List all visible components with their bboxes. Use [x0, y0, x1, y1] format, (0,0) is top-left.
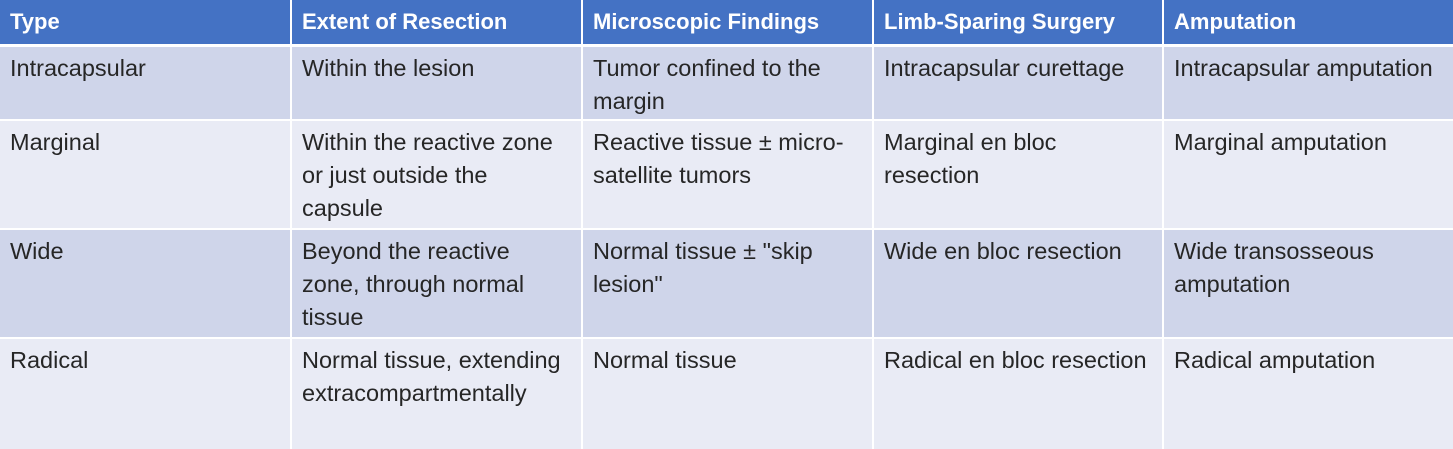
cell-amputation: Radical amputation	[1162, 337, 1453, 449]
cell-type: Intracapsular	[0, 44, 292, 121]
header-microscopic-findings: Microscopic Findings	[581, 0, 874, 47]
header-type: Type	[0, 0, 292, 47]
table-row: Radical Normal tissue, extending extraco…	[0, 337, 1453, 449]
cell-limb-sparing: Radical en bloc resection	[872, 337, 1164, 449]
cell-microscopic: Normal tissue	[581, 337, 874, 449]
cell-microscopic: Normal tissue ± "skip lesion"	[581, 228, 874, 339]
table-row: Marginal Within the reactive zone or jus…	[0, 119, 1453, 230]
cell-limb-sparing: Wide en bloc resection	[872, 228, 1164, 339]
cell-extent: Beyond the reactive zone, through normal…	[290, 228, 583, 339]
cell-type: Wide	[0, 228, 292, 339]
cell-amputation: Marginal amputation	[1162, 119, 1453, 230]
cell-amputation: Intracapsular amputation	[1162, 44, 1453, 121]
cell-extent: Within the lesion	[290, 44, 583, 121]
cell-microscopic: Reactive tissue ± micro-satellite tumors	[581, 119, 874, 230]
cell-limb-sparing: Marginal en bloc resection	[872, 119, 1164, 230]
cell-amputation: Wide transosseous amputation	[1162, 228, 1453, 339]
table-header: Type Extent of Resection Microscopic Fin…	[0, 0, 1453, 47]
cell-type: Marginal	[0, 119, 292, 230]
header-amputation: Amputation	[1162, 0, 1453, 47]
header-extent-of-resection: Extent of Resection	[290, 0, 583, 47]
table-row: Wide Beyond the reactive zone, through n…	[0, 228, 1453, 339]
cell-extent: Within the reactive zone or just outside…	[290, 119, 583, 230]
header-row: Type Extent of Resection Microscopic Fin…	[0, 0, 1453, 47]
table-row: Intracapsular Within the lesion Tumor co…	[0, 44, 1453, 121]
cell-limb-sparing: Intracapsular curettage	[872, 44, 1164, 121]
cell-extent: Normal tissue, extending extracompartmen…	[290, 337, 583, 449]
cell-microscopic: Tumor confined to the margin	[581, 44, 874, 121]
table-body: Intracapsular Within the lesion Tumor co…	[0, 44, 1453, 449]
cell-type: Radical	[0, 337, 292, 449]
header-limb-sparing-surgery: Limb-Sparing Surgery	[872, 0, 1164, 47]
